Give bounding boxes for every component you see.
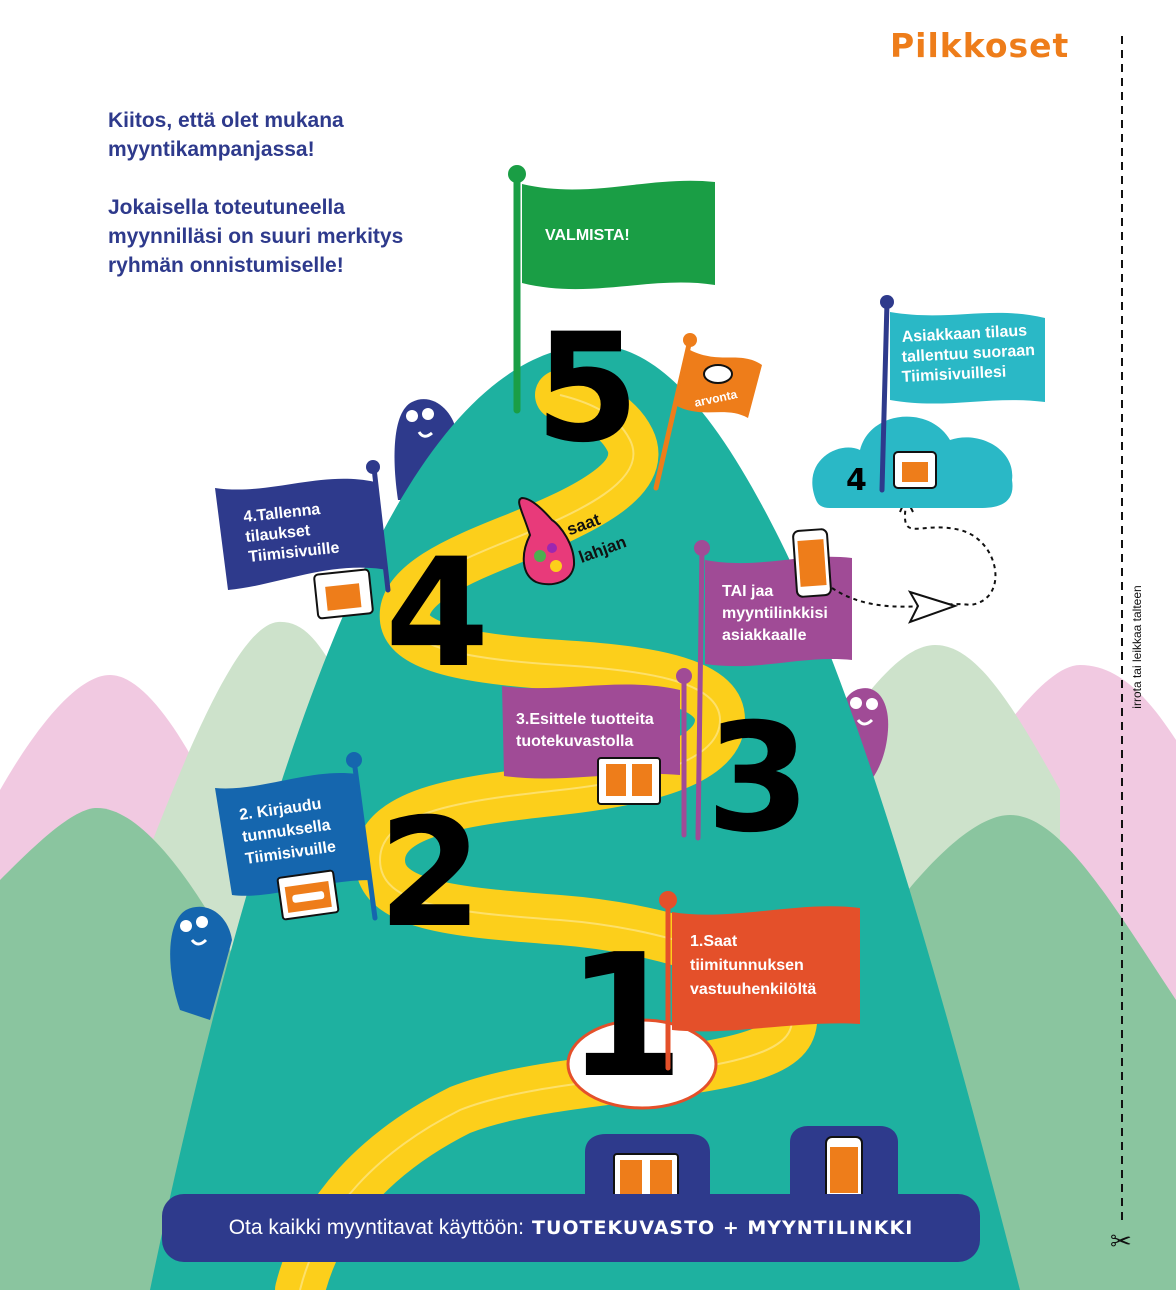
- step1-flag-line1: 1.Saat: [690, 933, 738, 950]
- intro-text: Kiitos, että olet mukana myyntikampanjas…: [108, 106, 428, 309]
- step3-flag-line1: 3.Esittele tuotteita: [516, 711, 654, 728]
- blue-ghost-smile: [190, 938, 208, 946]
- navy-ghost-eye: [422, 408, 434, 420]
- gift-candy: [550, 560, 562, 572]
- share-flag-line3: asiakkaalle: [722, 627, 807, 644]
- intro-impact: Jokaisella toteutuneella myynnilläsi on …: [108, 196, 404, 277]
- step2-flag: [215, 773, 372, 896]
- catalog-tab-page-right: [650, 1160, 672, 1194]
- gift-candy: [534, 550, 546, 562]
- catalog-page-right: [632, 764, 652, 796]
- gift-candy: [547, 543, 557, 553]
- brand-logo: Pilkkoset: [890, 26, 1070, 65]
- scissors-icon: ✂: [1110, 1227, 1132, 1257]
- blue-ghost-eye: [196, 916, 208, 928]
- purple-ghost-eye: [850, 697, 862, 709]
- step1-flag-knob: [659, 891, 677, 909]
- step3-flag-knob: [676, 668, 692, 684]
- bottom-banner-lead: Ota kaikki myyntitavat käyttöön:: [228, 1216, 524, 1239]
- step1-flag-line3: vastuuhenkilöltä: [690, 981, 816, 998]
- basket-icon: [325, 583, 362, 611]
- cloud-flag-line1: Asiakkaan tilaus: [901, 322, 1027, 346]
- phone-link-screen: [830, 1147, 858, 1193]
- step1-flag-line2: tiimitunnuksen: [690, 957, 804, 974]
- dashed-send-path: [831, 504, 997, 608]
- blue-ghost-eye: [180, 920, 192, 932]
- prize-flag-knob: [683, 333, 697, 347]
- step-number-3: 3: [706, 692, 810, 866]
- purple-ghost-eye: [866, 698, 878, 710]
- catalog-page-left: [606, 764, 626, 796]
- bottom-banner: Ota kaikki myyntitavat käyttöön: TUOTEKU…: [162, 1194, 980, 1262]
- step-number-4: 4: [385, 527, 489, 701]
- step-number-1: 1: [566, 918, 684, 1116]
- step-number-5: 5: [535, 302, 639, 476]
- cut-instruction: irrota tai leikkaa talteen: [1130, 585, 1144, 709]
- catalog-tab-page-left: [620, 1160, 642, 1194]
- step-number-2: 2: [378, 787, 482, 961]
- cloud-flag-pole: [879, 299, 890, 493]
- finish-flag-knob: [508, 165, 526, 183]
- bottom-banner-strong: TUOTEKUVASTO + MYYNTILINKKI: [531, 1217, 914, 1239]
- blue-ghost: [170, 906, 232, 1020]
- step4-flag-knob: [366, 460, 380, 474]
- navy-ghost-smile: [417, 431, 433, 438]
- step2-flag-knob: [346, 752, 362, 768]
- cloud-flag: [890, 312, 1045, 404]
- step3-flag-line2: tuotekuvastolla: [516, 733, 633, 750]
- navy-ghost-eye: [406, 410, 418, 422]
- intro-thanks: Kiitos, että olet mukana myyntikampanjas…: [108, 109, 344, 161]
- prize-flag: [675, 350, 762, 418]
- start-spot: [566, 1018, 718, 1110]
- cloud-flag-knob: [880, 295, 894, 309]
- navy-ghost: [394, 399, 456, 500]
- cloud-flag-line3: Tiimisivuillesi: [901, 364, 1006, 386]
- candy-icon: [703, 364, 733, 384]
- step4-flag-line2: tilaukset: [245, 522, 312, 546]
- share-flag-pole: [695, 545, 705, 841]
- share-flag-knob: [694, 540, 710, 556]
- finish-flag-label: VALMISTA!: [545, 227, 630, 244]
- paper-plane-icon: [907, 590, 959, 624]
- purple-ghost-smile: [856, 718, 874, 726]
- share-phone-screen: [797, 539, 827, 587]
- cloud-basket-fill: [902, 462, 928, 482]
- share-flag-line1: TAI jaa: [722, 583, 773, 600]
- step3-flag: [502, 684, 680, 779]
- step4-flag: [215, 478, 388, 590]
- cloud-number: 4: [846, 463, 867, 498]
- cloud-flag-line2: tallentuu suoraan: [901, 342, 1035, 366]
- prize-flag-pole: [653, 337, 693, 491]
- login-field-icon: [292, 891, 325, 903]
- share-flag-line2: myyntilinkkisi: [722, 605, 828, 622]
- finish-flag: [522, 180, 715, 290]
- step1-flag: [672, 906, 860, 1032]
